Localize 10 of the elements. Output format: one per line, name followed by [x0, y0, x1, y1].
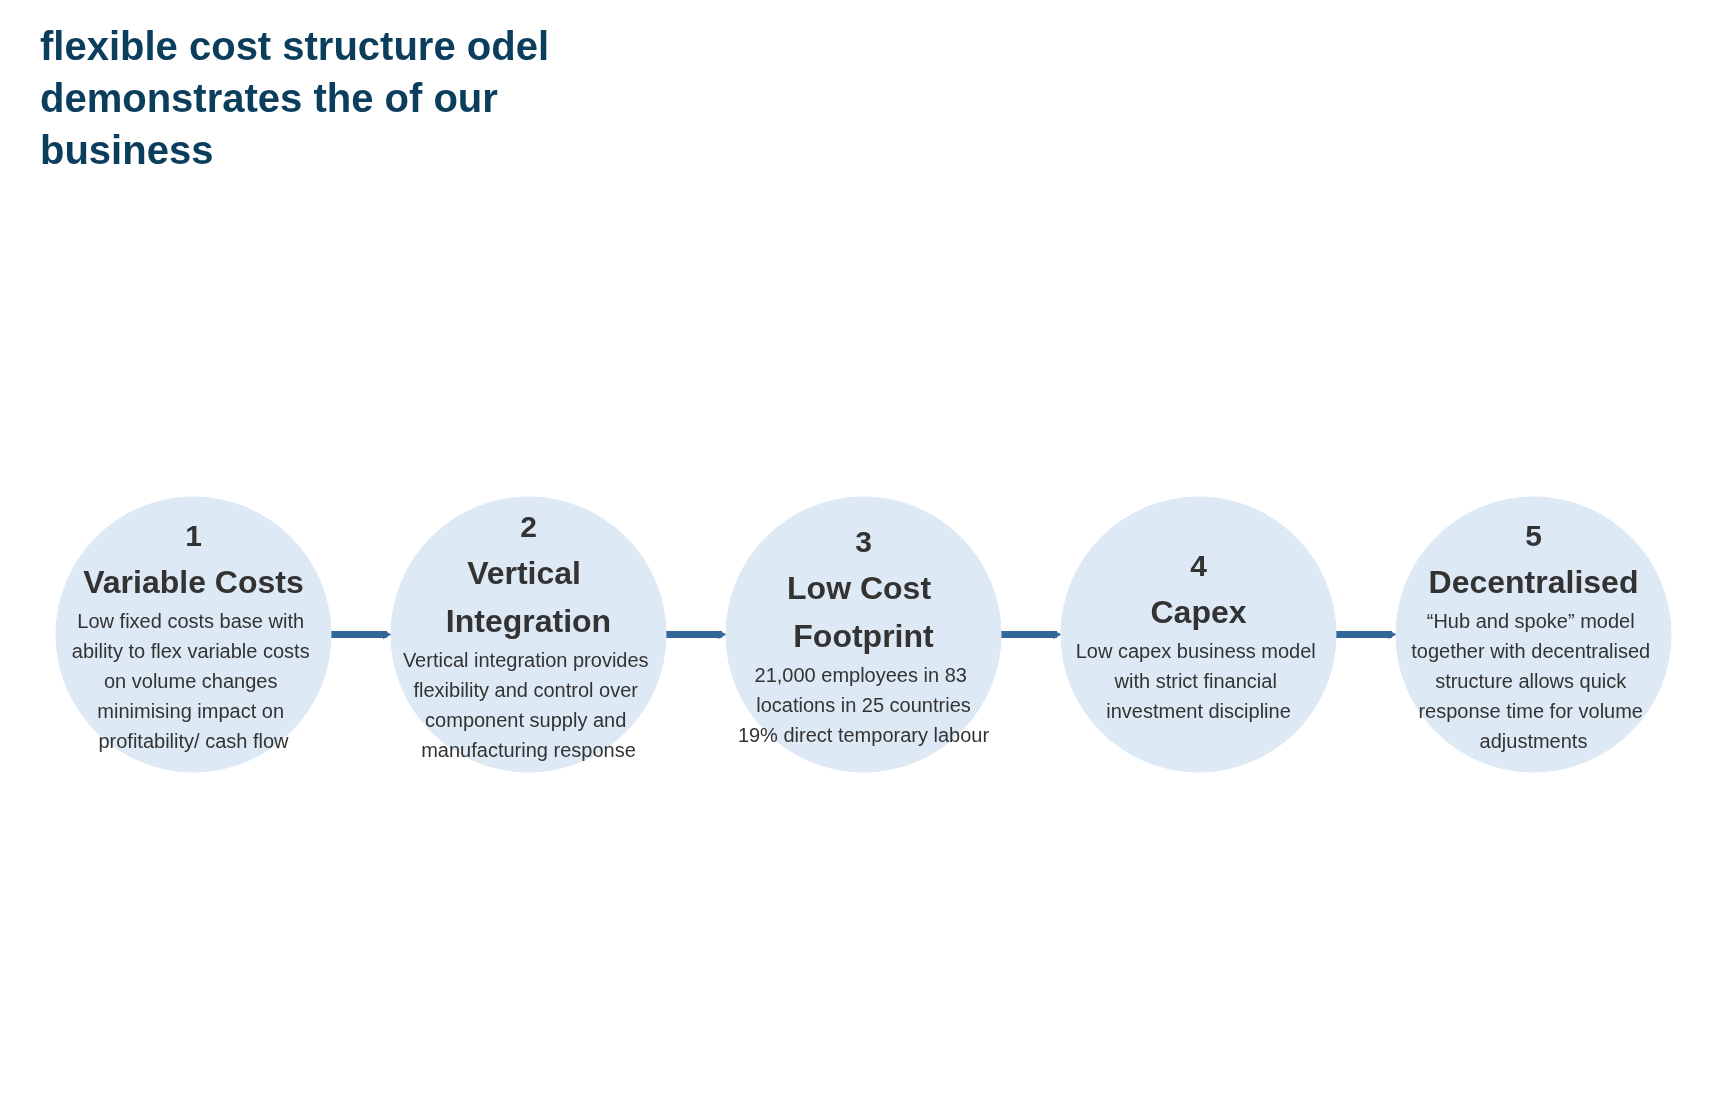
arrow — [330, 629, 391, 639]
heading-text: flexible cost structure odel demonstrates the of our business — [40, 23, 551, 174]
arrow — [665, 629, 726, 639]
node-circle: 1 Variable Costs Low fixed costs base with ability to flex variable costs on volume changes minimising impact on profitability/ cash flow — [55, 496, 331, 772]
node-circle: 3 Low Cost Footprint 21,000 employees in 83 locations in 25 countries 19% direct temporary labour — [725, 496, 1001, 772]
node-circle: 5 Decentralised “Hub and spoke” model together with decentralised structure allows quick response time for volume adjustments — [1395, 496, 1671, 772]
node-circle: 2 Vertical Integration Vertical integration provides flexibility and control over component supply and manufacturing response — [390, 496, 666, 772]
node-circle: 4 Capex Low capex business model with strict financial investment discipline — [1060, 496, 1336, 772]
arrow — [1000, 629, 1061, 639]
arrow — [1335, 629, 1396, 639]
